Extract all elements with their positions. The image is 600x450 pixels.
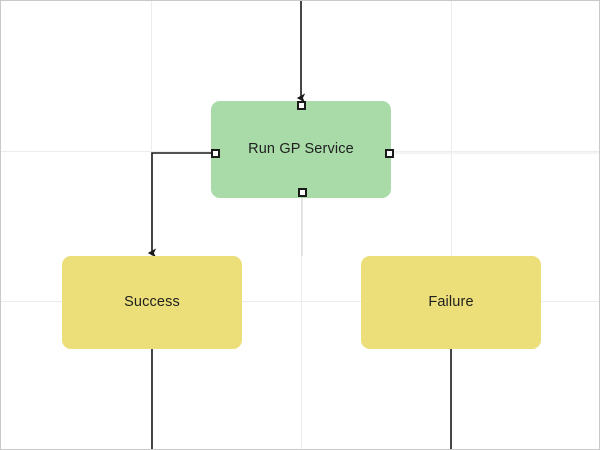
node-label-failure: Failure bbox=[428, 294, 474, 311]
port-handle-bottom[interactable] bbox=[298, 188, 307, 197]
node-success[interactable]: Success bbox=[62, 256, 242, 349]
port-handle-left[interactable] bbox=[211, 149, 220, 158]
port-handle-top[interactable] bbox=[297, 101, 306, 110]
node-failure[interactable]: Failure bbox=[361, 256, 541, 349]
node-label-success: Success bbox=[124, 294, 180, 311]
edge-edge-run-gp-service-to-success[interactable] bbox=[147, 152, 215, 258]
node-label-run-gp-service: Run GP Service bbox=[248, 141, 354, 158]
node-run-gp-service[interactable]: Run GP Service bbox=[211, 101, 391, 198]
port-handle-right[interactable] bbox=[385, 149, 394, 158]
